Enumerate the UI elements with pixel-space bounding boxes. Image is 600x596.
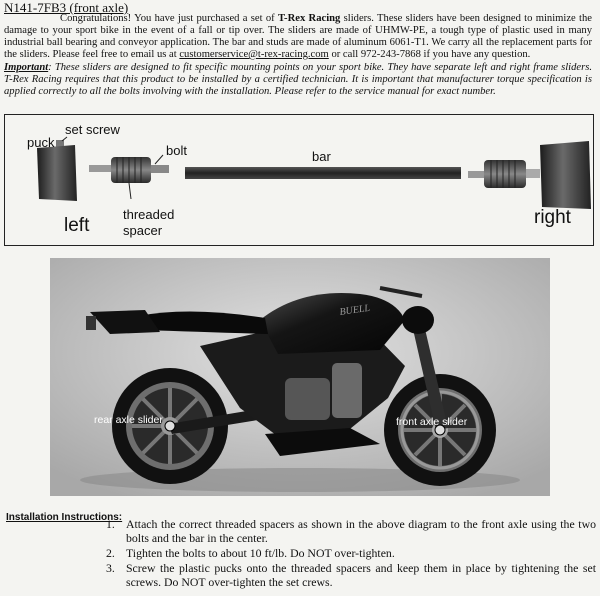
right-threaded-spacer — [484, 160, 526, 188]
parts-diagram-drawing — [37, 136, 591, 209]
bar-label: bar — [312, 149, 331, 164]
threaded-label: threaded — [123, 207, 175, 222]
left-spacer-stud — [151, 165, 169, 173]
set-screw-label: set screw — [65, 122, 120, 137]
installation-heading: Installation Instructions: — [6, 512, 123, 523]
right-spacer-stud — [468, 171, 484, 178]
tank-badge: BUELL — [339, 303, 371, 318]
motorcycle-photo: BUELL rear axle slider front axle slider — [50, 258, 550, 496]
install-step-1: 1. Attach the correct threaded spacers a… — [106, 517, 596, 546]
brand-name: T-Rex Racing — [277, 13, 341, 24]
puck-label: puck — [27, 135, 55, 150]
step-number: 3. — [106, 561, 115, 575]
parts-diagram: puck set screw bolt bar threaded spacer … — [4, 114, 594, 246]
motorcycle-illustration: BUELL — [50, 258, 550, 496]
right-bolt — [526, 169, 540, 178]
left-set-screw — [56, 140, 64, 147]
intro-text-1: Congratulations! You have just purchased… — [60, 13, 278, 24]
left-label: left — [64, 215, 90, 236]
left-bolt — [89, 165, 111, 172]
step-text: Screw the plastic pucks onto the threade… — [126, 561, 596, 589]
left-puck — [37, 145, 77, 201]
intro-paragraph: Congratulations! You have just purchased… — [4, 13, 592, 61]
center-bar — [185, 167, 461, 179]
spacer-label: spacer — [123, 223, 163, 238]
step-text: Tighten the bolts to about 10 ft/lb. Do … — [126, 546, 395, 560]
front-axle-slider-marker — [434, 424, 446, 436]
fuel-tank — [260, 293, 405, 354]
intro-text-3: or call 972-243-7868 if you have any que… — [328, 49, 531, 60]
install-step-2: 2. Tighten the bolts to about 10 ft/lb. … — [106, 546, 596, 561]
step-text: Attach the correct threaded spacers as s… — [126, 517, 596, 545]
front-fork — [410, 316, 448, 430]
step-number: 1. — [106, 517, 115, 531]
part-number-title: N141-7FB3 (front axle) — [4, 0, 129, 15]
bolt-label: bolt — [166, 143, 187, 158]
intro-text-2: sliders. These sliders have been designe… — [4, 13, 592, 60]
important-notice: Important: These sliders are designed to… — [4, 62, 592, 98]
important-label: Important — [4, 62, 49, 73]
install-step-3: 3. Screw the plastic pucks onto the thre… — [106, 561, 596, 592]
important-text: : These sliders are designed to fit spec… — [4, 62, 592, 97]
headlight — [402, 306, 434, 334]
rear-axle-slider-marker — [164, 420, 176, 432]
seat — [138, 311, 268, 334]
right-label: right — [534, 207, 571, 228]
step-number: 2. — [106, 546, 115, 560]
rear-axle-slider-label: rear axle slider — [94, 414, 163, 426]
front-axle-slider-label: front axle slider — [396, 416, 468, 428]
right-puck — [540, 141, 591, 209]
email-link[interactable]: customerservice@t-rex-racing.com — [179, 49, 329, 60]
exhaust — [265, 428, 380, 456]
